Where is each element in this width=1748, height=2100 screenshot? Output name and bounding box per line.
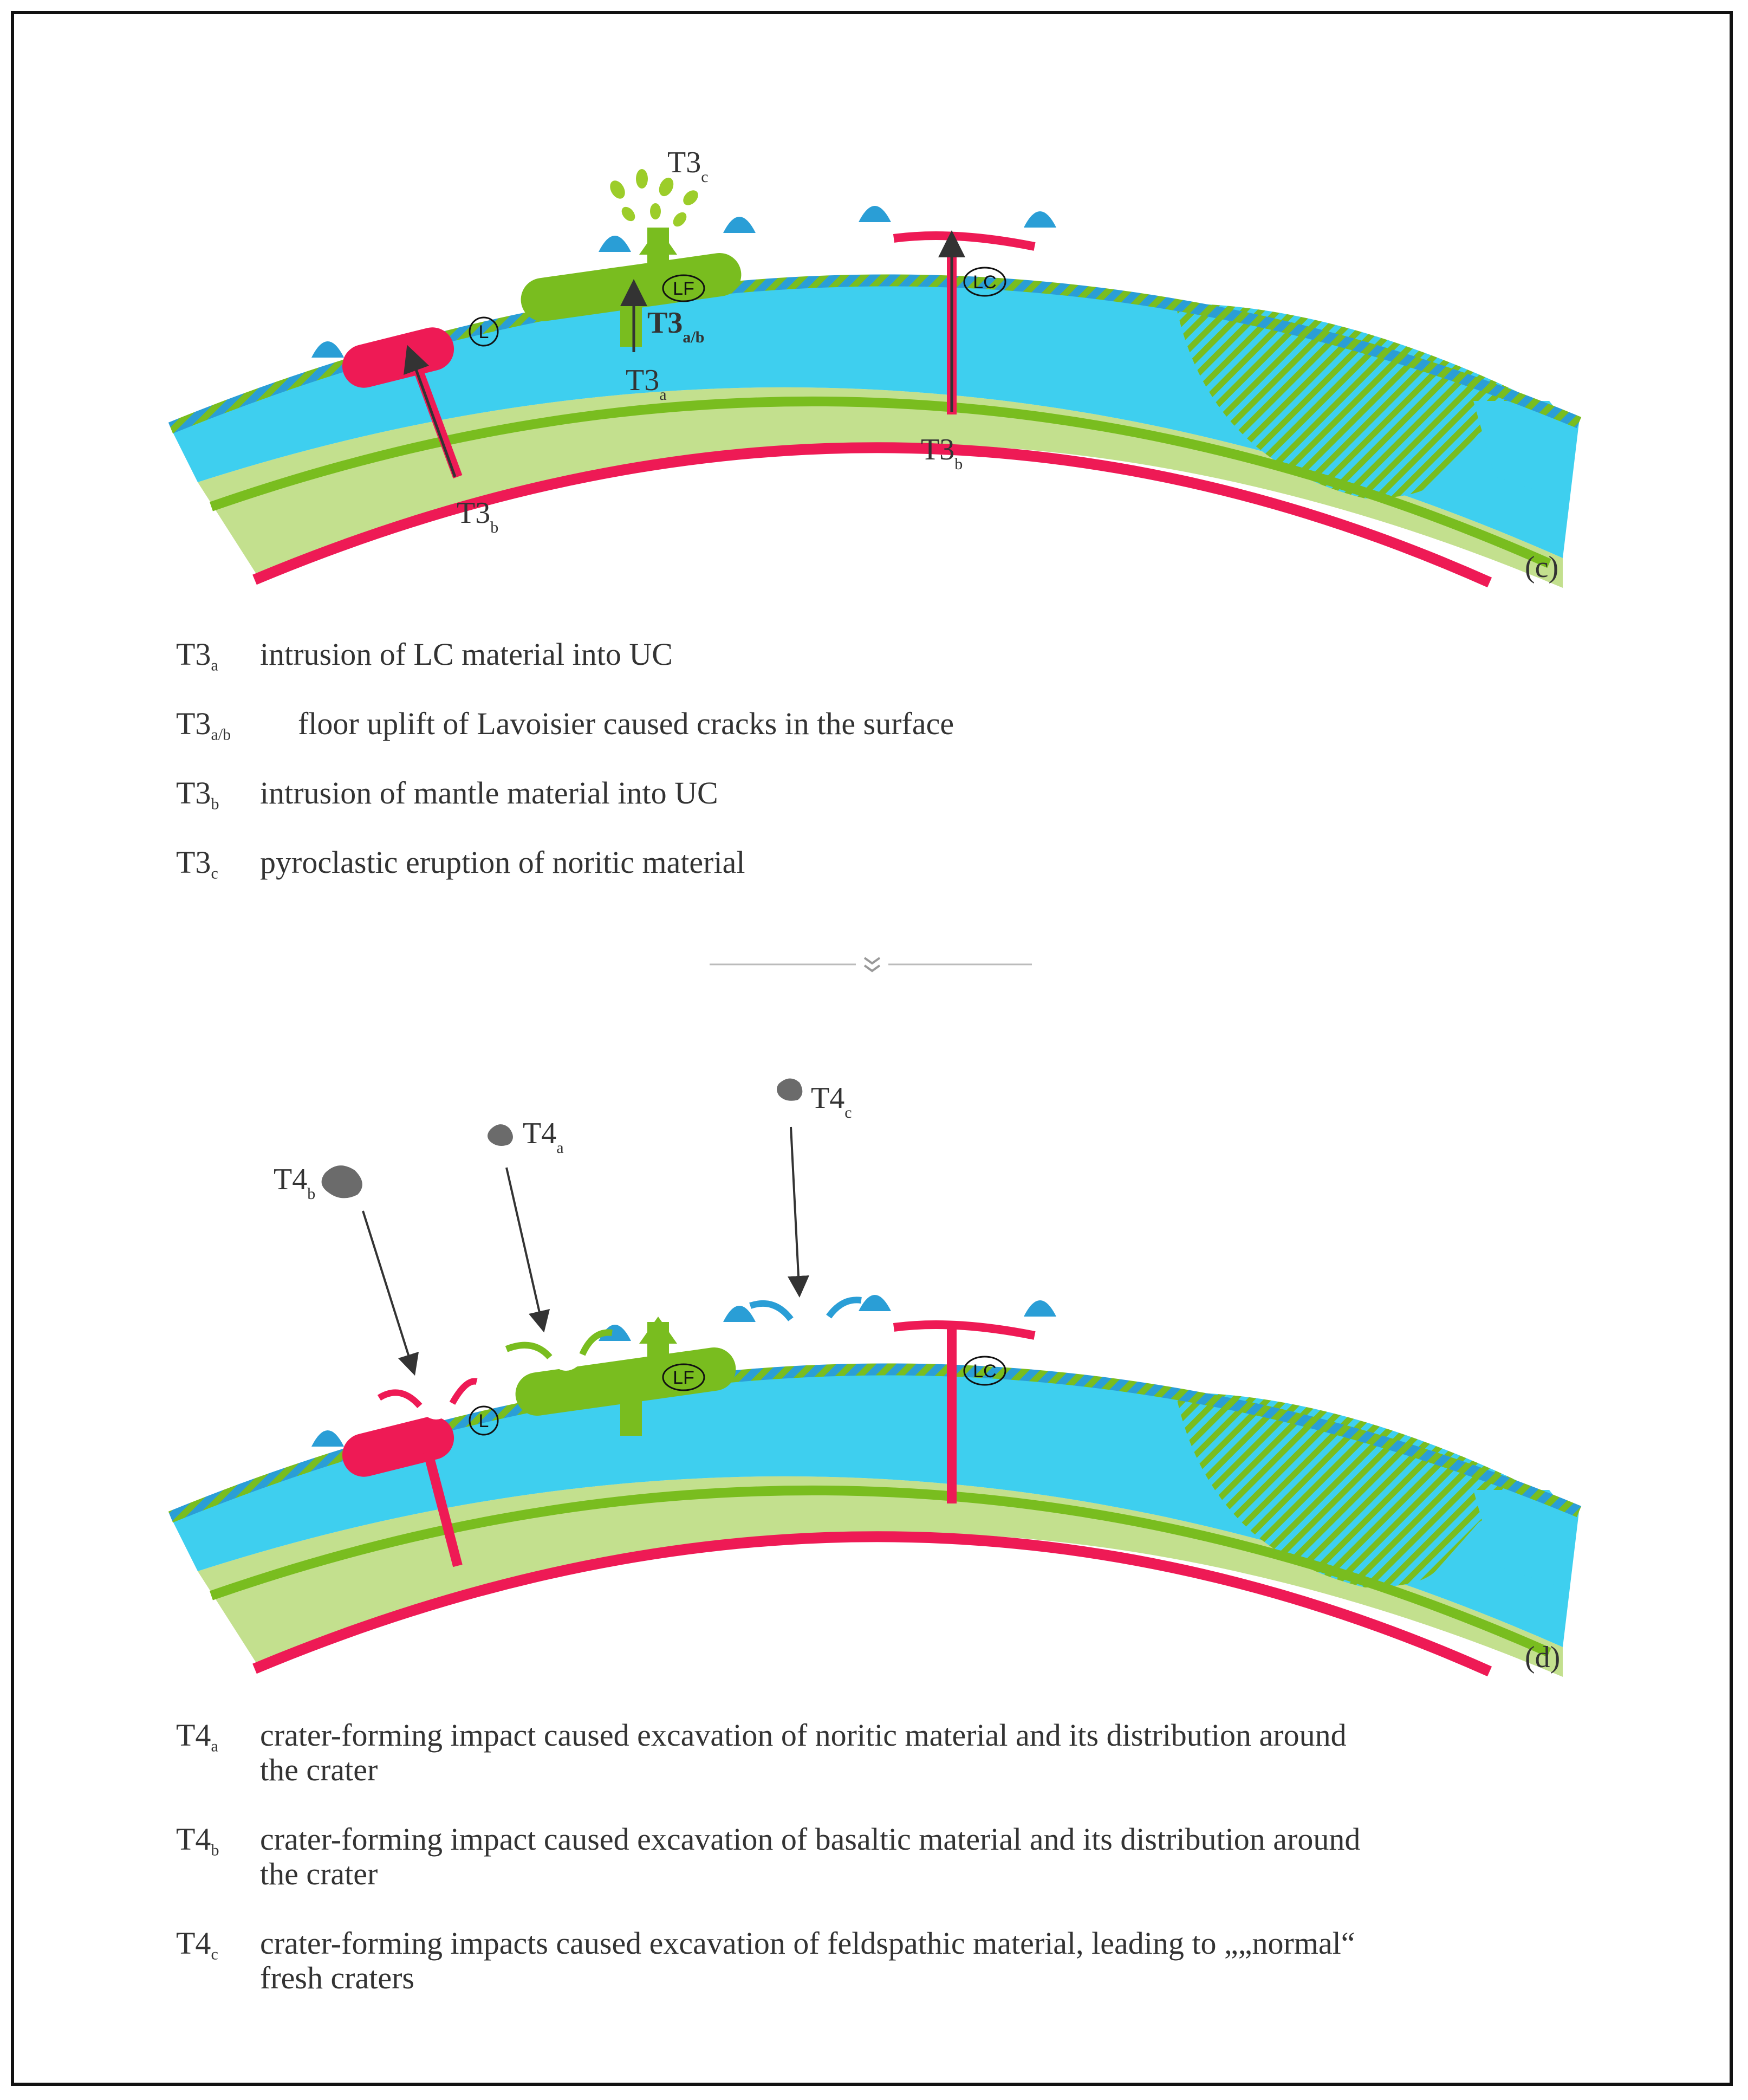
legend-d-line2: fresh craters [260,1960,414,1995]
label-t3b-left: T3 [457,496,490,530]
panel-c-letter: (c) [1525,550,1558,584]
arrow-t4b [362,1210,419,1376]
pyroclastic-spray [610,169,698,227]
legend-c-text: floor uplift of Lavoisier caused cracks … [298,706,954,741]
legend-d-line2: the crater [260,1856,378,1891]
label-t4b: T4 [274,1163,307,1196]
legend-d-line1: crater-forming impact caused excavation … [260,1717,1347,1753]
circle-l-d-text: L [479,1411,489,1431]
legend-c-text: intrusion of mantle material into UC [260,775,718,811]
svg-text:T4a: T4a [523,1117,564,1157]
impactor-t4c [777,1078,803,1101]
label-t3b-right-sub: b [954,455,963,473]
svg-text:T3a: T3a [626,364,667,404]
lower-crust-layer [198,387,1563,588]
circle-lf-d-text: LF [673,1367,694,1388]
label-t3b-right: T3 [921,433,954,466]
ejecta-feldspathic [749,1297,862,1321]
chevron-double-down-icon [863,957,881,973]
svg-text:T3b: T3b [921,433,963,473]
circle-lc-text: LC [973,272,996,293]
label-t4b-sub: b [307,1185,315,1203]
label-t3c-sub: c [701,168,708,186]
circle-lc-d: LC [963,1356,1006,1386]
legend-c-text: pyroclastic eruption of noritic material [260,845,745,880]
legend-d-line1: crater-forming impacts caused excavation… [260,1926,1355,1961]
label-t3ab-sub: a/b [683,328,704,346]
impactor-t4a [488,1124,513,1146]
mantle-boundary-line-d [252,1531,1492,1677]
section-divider [710,957,1032,973]
label-t3c: T3 [667,146,701,179]
surface-bumps-d [311,1295,1056,1447]
circle-lf-d: LF [662,1363,705,1391]
svg-text:T4c: T4c [811,1081,852,1122]
mantle-boundary-line [252,442,1492,588]
circle-l-d: L [469,1405,499,1436]
ejecta-noritic [505,1329,613,1360]
label-t4a-sub: a [556,1139,563,1157]
label-t3b-left-sub: b [490,518,498,536]
label-t4a: T4 [523,1117,556,1150]
crust-boundary-line-d [210,1485,1551,1657]
arrow-t4a [505,1167,550,1333]
legend-c-text: intrusion of LC material into UC [260,637,673,672]
svg-text:T3a/b: T3a/b [647,306,704,346]
svg-text:T4b: T4b [274,1163,315,1203]
panel-c-diagram: L LF LC T3c T3a/b T3a T3b T3b (c) [168,146,1582,588]
arrow-t3b-left [404,345,457,477]
label-t3a-sub: a [659,386,666,404]
label-t4c: T4 [811,1081,844,1115]
circle-lf-text: LF [673,278,694,299]
mantle-dike-left-d [423,1450,463,1567]
crust-boundary-line [210,396,1551,568]
panel-d-diagram: L LF LC T4b T4a T4c (d) [168,1078,1582,1677]
arrow-t4c [788,1126,809,1298]
circle-lf: LF [662,274,705,302]
label-t4c-sub: c [844,1104,852,1122]
panel-d-letter: (d) [1525,1641,1560,1674]
circle-lc-d-text: LC [973,1361,996,1382]
impactor-t4b [321,1165,362,1198]
label-t3ab: T3 [647,306,683,340]
impact-craters [414,1317,834,1420]
mixed-material-region-d [1175,1392,1579,1587]
legend-d-line1: crater-forming impact caused excavation … [260,1822,1361,1857]
mixed-material-region [1175,303,1579,498]
lower-crust-layer-d [198,1476,1563,1677]
surface-bumps [311,206,1056,358]
svg-text:T3b: T3b [457,496,498,536]
figure-frame [11,11,1733,2086]
label-t3a: T3 [626,364,659,397]
legend-d-line2: the crater [260,1752,378,1787]
circle-l: L [469,316,499,347]
circle-lc: LC [963,267,1006,297]
ejecta-basaltic [377,1378,478,1409]
circle-l-text: L [479,322,489,342]
svg-text:T3c: T3c [667,146,709,186]
